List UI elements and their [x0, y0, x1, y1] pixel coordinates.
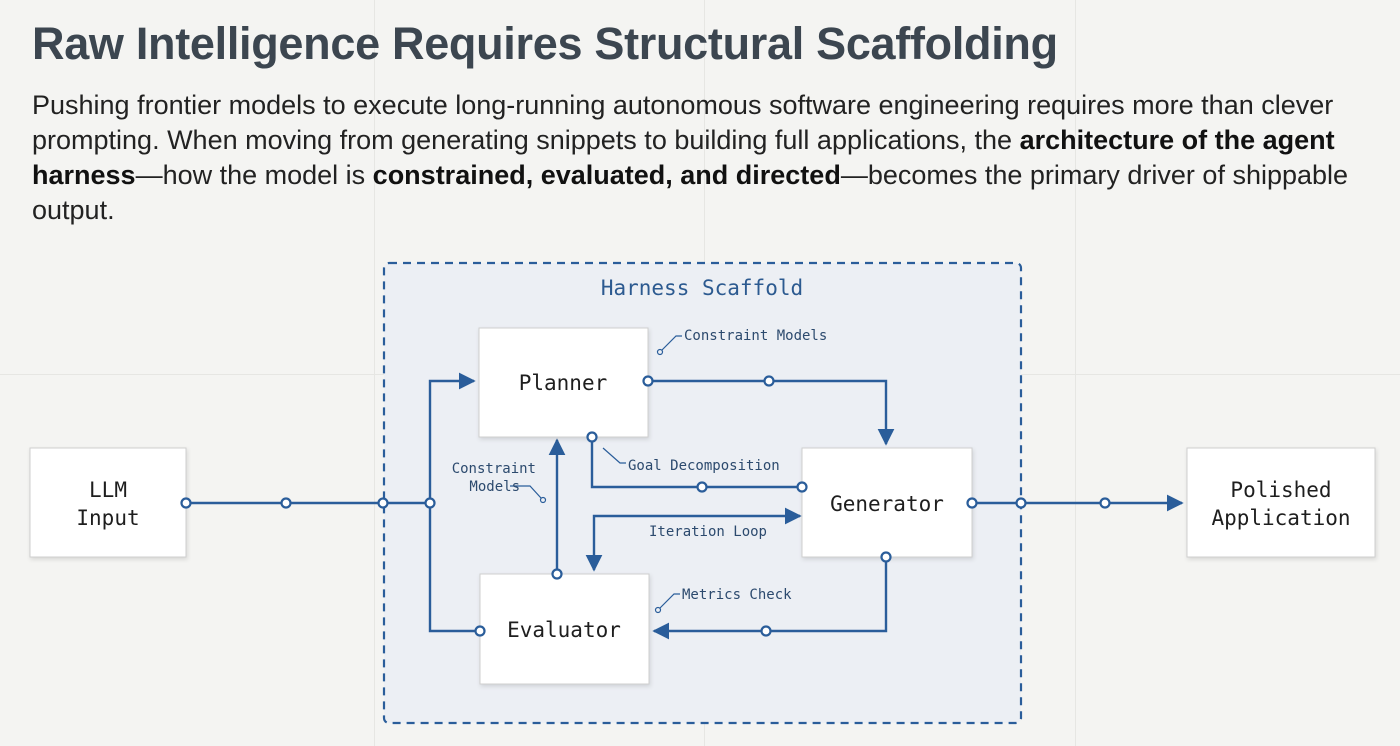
connector-to-planner: [428, 372, 476, 503]
connector-dot: [796, 481, 808, 493]
page-title: Raw Intelligence Requires Structural Sca…: [32, 18, 1058, 69]
polished-application-label-line2: Application: [1211, 506, 1350, 530]
intro-bold-1: architecture of the agent harness: [32, 125, 1335, 190]
annotation-constraint-models-left-line1: Constraint: [452, 461, 536, 477]
connector-planner-generator: [648, 379, 895, 446]
intro-text-1: Pushing frontier models to execute long-…: [32, 90, 1334, 155]
connector-dot: [763, 375, 775, 387]
connector-generator-evaluator: [652, 557, 888, 640]
intro-paragraph: Pushing frontier models to execute long-…: [32, 88, 1377, 228]
scaffold-title: Harness Scaffold: [601, 276, 803, 300]
connector-dot: [1099, 497, 1111, 509]
connector-dot: [880, 551, 892, 563]
connector-dot: [586, 431, 598, 443]
leader-dot: [656, 348, 664, 356]
connector-to-evaluator: [428, 503, 480, 633]
annotation-iteration-loop: Iteration Loop: [649, 524, 767, 540]
annotation-goal-decomposition: Goal Decomposition: [628, 458, 780, 474]
connector-dot: [474, 625, 486, 637]
connector-dots: [180, 375, 1111, 637]
connector-dot: [424, 497, 436, 509]
connector-iteration-loop: [585, 507, 802, 572]
intro-bold-2: constrained, evaluated, and directed: [372, 160, 841, 190]
connector-dot: [642, 375, 654, 387]
planner-label: Planner: [519, 371, 608, 395]
connector-goal-decomposition: [590, 437, 802, 489]
connector-dot: [377, 497, 389, 509]
annotation-constraint-models-left-line2: Models: [469, 479, 520, 495]
leader-dot: [539, 496, 547, 504]
connector-dot: [966, 497, 978, 509]
generator-label: Generator: [830, 492, 944, 516]
connector-dot: [1015, 497, 1027, 509]
llm-input-label-line1: LLM: [89, 478, 127, 502]
connector-dot: [551, 568, 563, 580]
generator-node: [801, 447, 973, 558]
connectors: [186, 372, 1184, 640]
intro-text-3: —becomes the primary driver of shippable…: [32, 160, 1349, 225]
connector-dot: [696, 481, 708, 493]
llm-input-node: [29, 447, 187, 558]
polished-application-label-line1: Polished: [1230, 478, 1331, 502]
polished-application-node: [1186, 447, 1376, 558]
llm-input-label-line2: Input: [76, 506, 139, 530]
annotation-metrics-check: Metrics Check: [682, 587, 792, 603]
evaluator-label: Evaluator: [507, 618, 621, 642]
annotation-constraint-models-top: Constraint Models: [684, 328, 827, 344]
intro-text-2: —how the model is: [135, 160, 373, 190]
leader-dot: [654, 606, 662, 614]
grid-line: [374, 0, 375, 746]
planner-node: [478, 327, 649, 438]
connector-dot: [180, 497, 192, 509]
connector-dot: [280, 497, 292, 509]
grid-line: [1075, 0, 1076, 746]
connector-dot: [760, 625, 772, 637]
annotation-leaders: [510, 335, 682, 609]
